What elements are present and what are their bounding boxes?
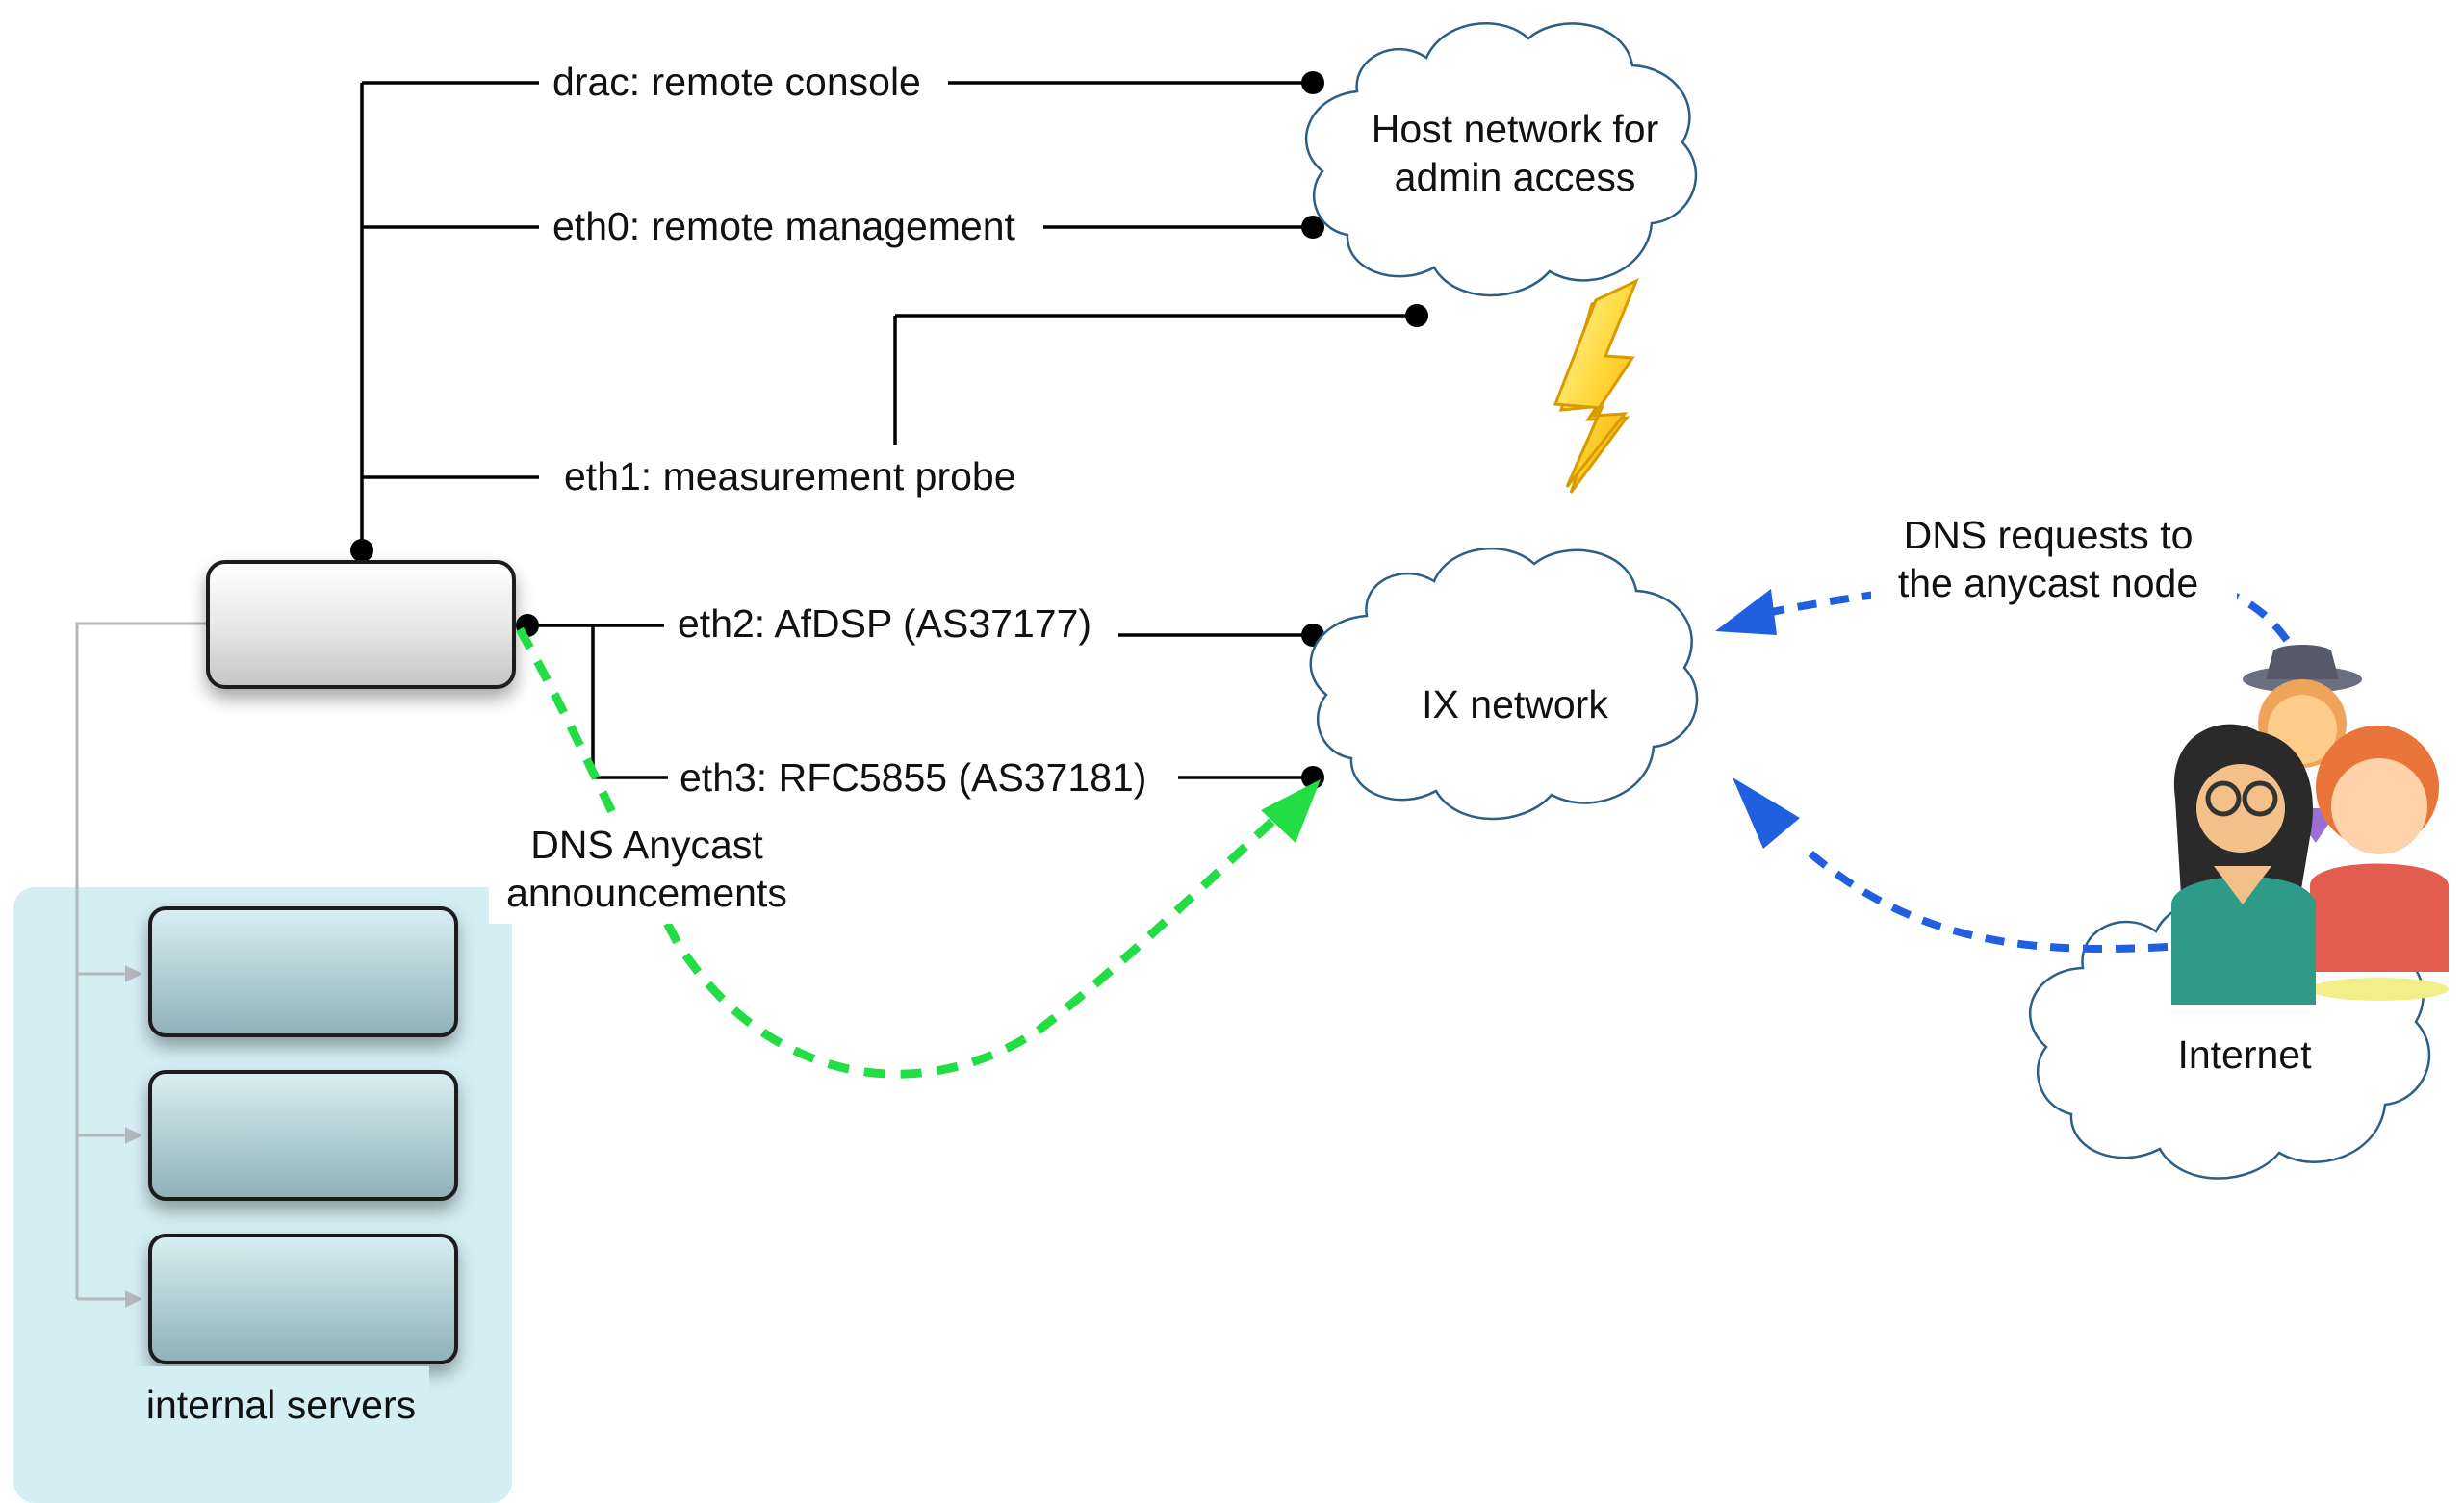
host-network-label-line1: Host network for bbox=[1372, 107, 1659, 151]
eth0-label: eth0: remote management bbox=[552, 204, 1015, 248]
internal-server-box bbox=[148, 906, 458, 1037]
internet-label: Internet bbox=[2177, 1032, 2312, 1077]
drac-label: drac: remote console bbox=[552, 60, 921, 104]
blue-arrowhead bbox=[1732, 777, 1800, 849]
anycast-label-line2: announcements bbox=[506, 871, 787, 915]
anycast-label-bg bbox=[489, 818, 807, 924]
internal-servers-label: internal servers bbox=[146, 1383, 416, 1427]
internal-server-box bbox=[148, 1070, 458, 1201]
interface-lines bbox=[360, 81, 1417, 779]
anycast-announcement-arrow bbox=[516, 626, 1321, 1079]
cloud-icon bbox=[1309, 547, 1699, 821]
dns-requests-label-line1: DNS requests to bbox=[1904, 513, 2194, 557]
blue-arrowhead bbox=[1715, 589, 1777, 635]
host-network-label-line2: admin access bbox=[1395, 155, 1636, 199]
dns-requests-label-bg bbox=[1871, 504, 2237, 616]
ix-network-label: IX network bbox=[1422, 682, 1608, 726]
dns-requests-label-line2: the anycast node bbox=[1898, 561, 2198, 605]
eth1-label: eth1: measurement probe bbox=[564, 454, 1016, 498]
internal-connectors bbox=[75, 622, 208, 1308]
internal-server-box bbox=[148, 1234, 458, 1364]
eth2-label: eth2: AfDSP (AS37177) bbox=[678, 601, 1091, 646]
users-icon bbox=[2171, 645, 2449, 1005]
internal-servers-label-bg bbox=[135, 1366, 429, 1420]
endpoint-dots bbox=[350, 71, 1428, 789]
anycast-label-line1: DNS Anycast bbox=[530, 823, 763, 867]
eth3-label: eth3: RFC5855 (AS37181) bbox=[680, 755, 1146, 800]
anycast-node-router bbox=[206, 560, 516, 689]
cloud-icon bbox=[1305, 22, 1698, 297]
lightning-icon bbox=[1553, 277, 1639, 488]
green-arrowhead bbox=[1261, 779, 1321, 843]
